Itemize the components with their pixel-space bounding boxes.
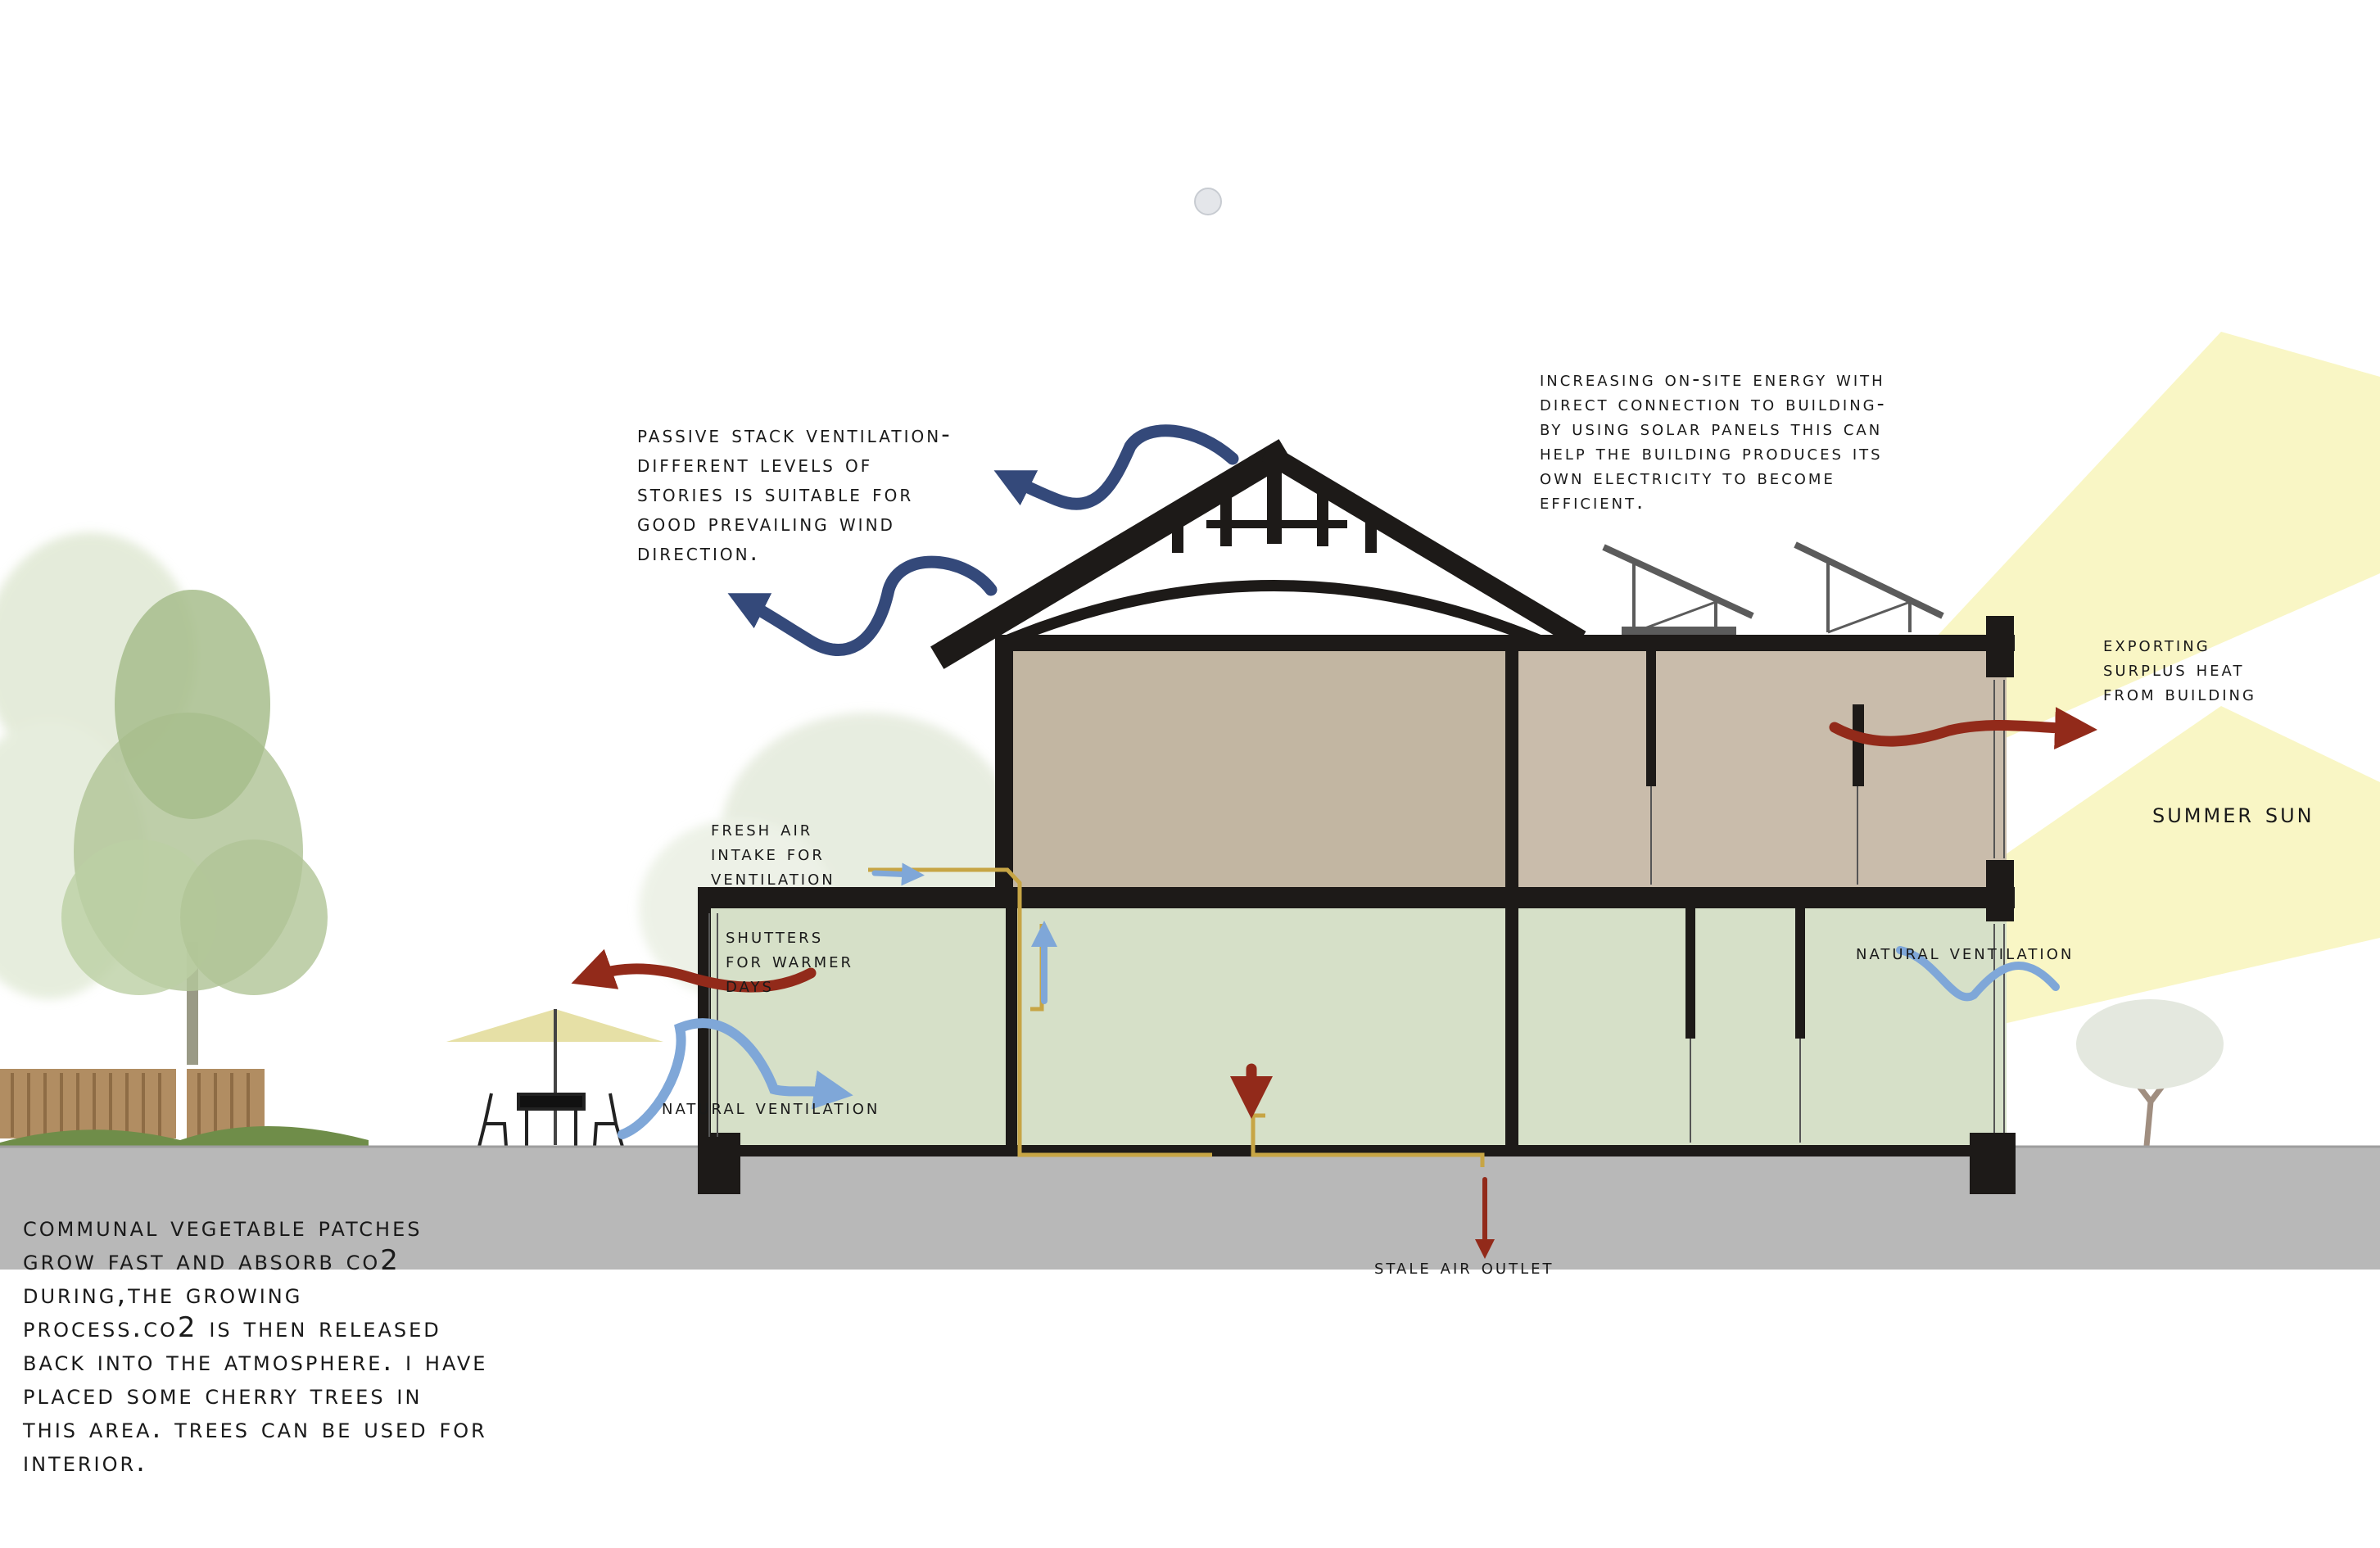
natural-ventilation-left-label: Natural ventilation	[662, 1095, 880, 1120]
communal-vegetable-label: Communal Vegetable patches grow fast and…	[23, 1211, 487, 1479]
natural-ventilation-right-label: Natural ventilation	[1856, 940, 2074, 965]
shutters-label: Shutters for warmer days	[726, 924, 853, 998]
solar-panel-icon	[1604, 547, 1753, 635]
roof-truss	[948, 457, 1572, 651]
passive-stack-label: Passive stack ventilation- Different lev…	[637, 419, 952, 567]
stale-air-label: Stale air outlet	[1374, 1255, 1554, 1279]
solar-panel-icon	[1795, 545, 1943, 632]
moon-icon	[1195, 188, 1221, 215]
timber-planters	[0, 1069, 369, 1147]
upper-right-room	[1519, 651, 2007, 889]
table-chairs-icon	[479, 1093, 622, 1147]
solar-energy-label: Increasing on-site energy with direct co…	[1540, 367, 1887, 514]
lower-floor	[704, 906, 2007, 1145]
fresh-air-label: Fresh air intake for ventilation	[711, 817, 835, 890]
summer-sun-label: Summer sun	[2152, 797, 2314, 831]
tree-icon	[2076, 999, 2224, 1155]
exporting-heat-label: Exporting surplus heat from building	[2103, 632, 2256, 706]
